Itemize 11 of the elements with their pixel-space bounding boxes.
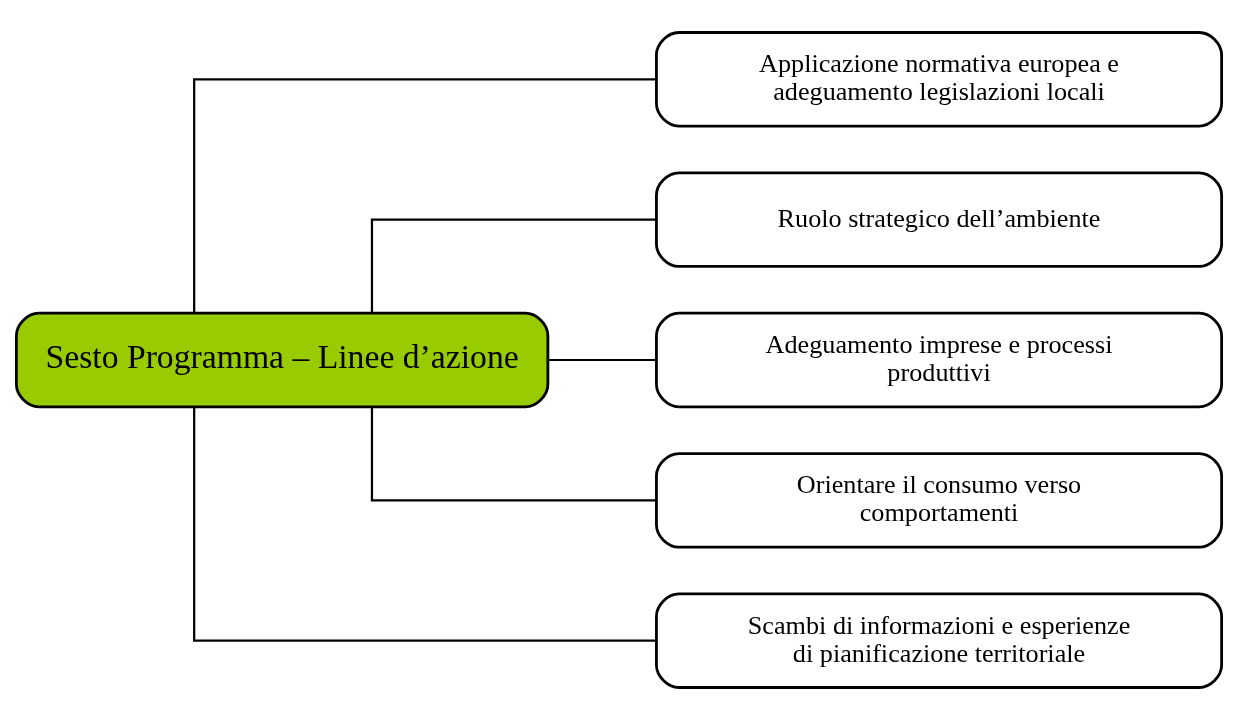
connector bbox=[193, 78, 657, 313]
connector bbox=[547, 358, 656, 362]
connector bbox=[193, 407, 657, 642]
node-box: Adeguamento imprese e processi produttivi bbox=[655, 311, 1224, 409]
connector bbox=[370, 218, 657, 313]
node-box: Ruolo strategico dell’ambiente bbox=[655, 171, 1224, 268]
node-box: Orientare il consumo verso comportamenti bbox=[655, 452, 1224, 549]
node-box: Scambi di informazioni e esperienze di pianificazione territoriale bbox=[655, 592, 1224, 689]
connector bbox=[370, 407, 657, 502]
node-box: Sesto Programma – Linee d’azione bbox=[14, 311, 550, 409]
node-box: Applicazione normativa europea e adeguamento legislazioni locali bbox=[655, 31, 1224, 128]
